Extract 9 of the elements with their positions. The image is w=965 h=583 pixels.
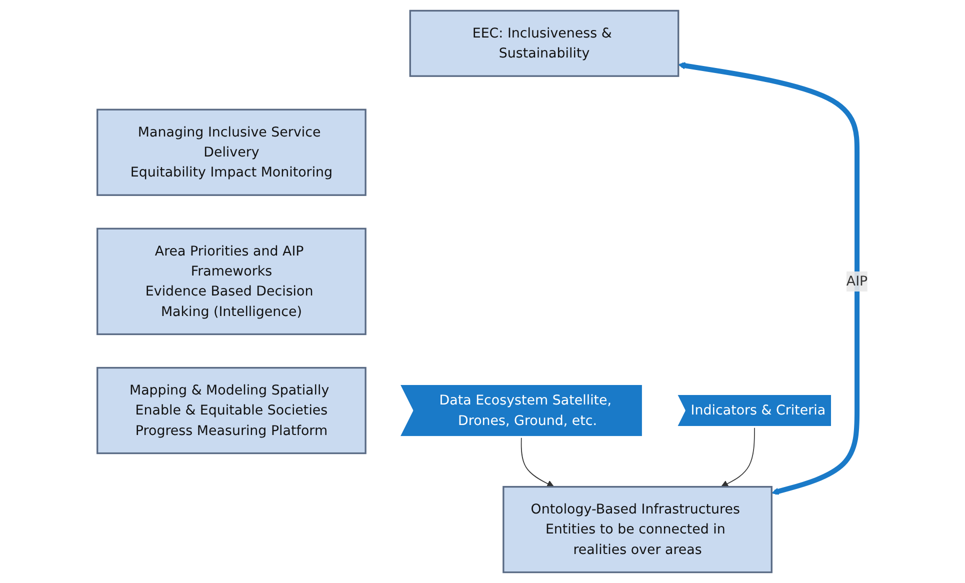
edge-label: AIP xyxy=(846,273,868,289)
node-box: EEC: Inclusiveness & Sustainability xyxy=(409,10,680,77)
node-box: Mapping & Modeling Spatially Enable & Equitable Societies Progress Measuring Platform xyxy=(96,366,366,454)
node-box: Ontology-Based Infrastructures Entities to be connected in realities over areas xyxy=(502,486,772,574)
arrow xyxy=(520,436,554,488)
arrow xyxy=(678,62,860,495)
node-box: Area Priorities and AIP Frameworks Evidence Based Decision Making (Intelligence) xyxy=(96,228,366,336)
node-box: Managing Inclusive Service Delivery Equitability Impact Monitoring xyxy=(96,108,366,196)
arrow xyxy=(720,426,755,488)
